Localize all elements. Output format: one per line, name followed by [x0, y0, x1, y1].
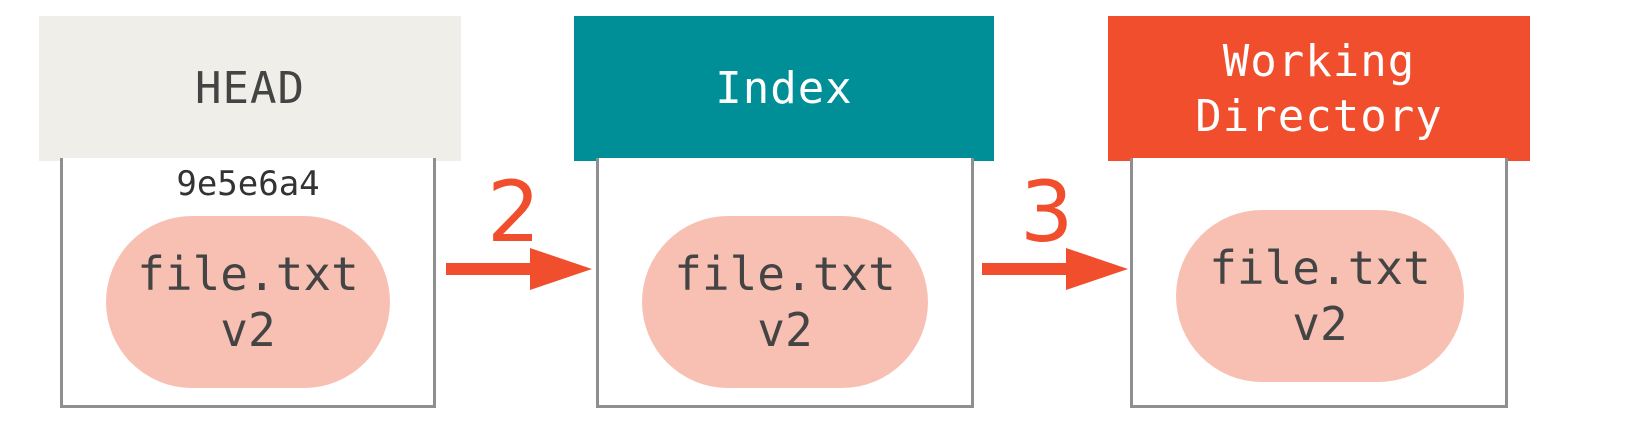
index-blob-version: v2: [757, 303, 813, 357]
index-blob-filename: file.txt: [674, 246, 896, 301]
step-2-label: 2: [487, 163, 541, 261]
working-directory-title: Working Directory: [1195, 35, 1443, 142]
working-directory-file-blob: file.txt v2: [1176, 210, 1464, 382]
head-file-blob: file.txt v2: [106, 216, 390, 388]
head-header: HEAD: [39, 16, 461, 161]
index-header: Index: [574, 16, 994, 161]
head-title: HEAD: [195, 63, 305, 114]
step-3-arrow: [982, 248, 1128, 290]
step-2-arrow: [446, 248, 592, 290]
head-commit-sha: 9e5e6a4: [176, 164, 320, 204]
working-directory-blob-version: v2: [1292, 297, 1348, 351]
working-directory-blob-filename: file.txt: [1209, 240, 1431, 295]
working-directory-header: Working Directory: [1108, 16, 1530, 161]
head-blob-version: v2: [220, 303, 276, 357]
index-title: Index: [715, 63, 853, 114]
index-file-blob: file.txt v2: [642, 216, 928, 388]
step-3-label: 3: [1020, 163, 1074, 261]
head-blob-filename: file.txt: [137, 246, 359, 301]
